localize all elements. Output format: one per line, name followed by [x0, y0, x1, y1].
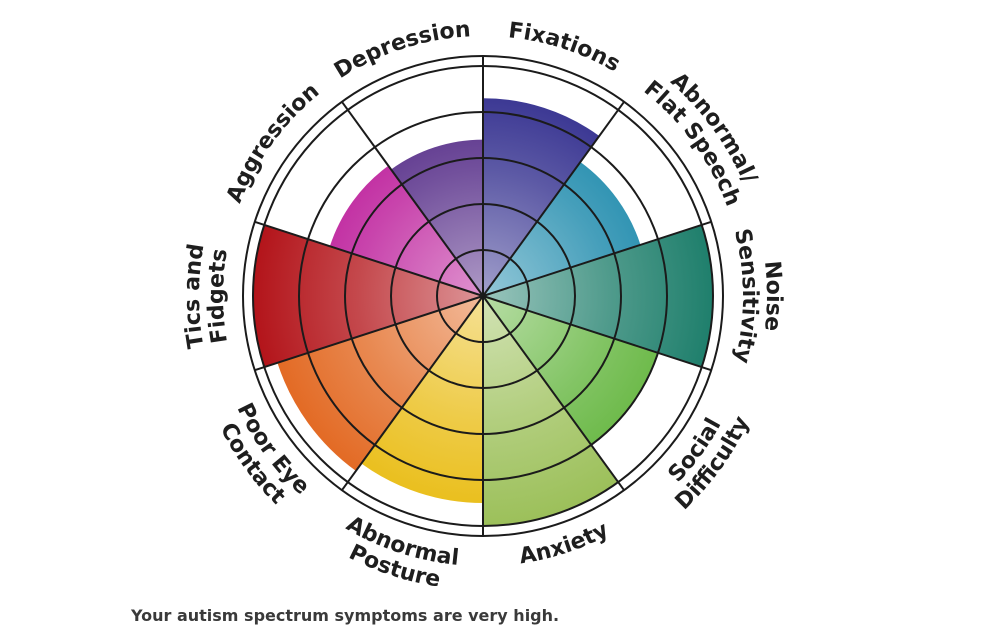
segment-social-difficulty: [483, 296, 658, 445]
spoke-line: [341, 101, 484, 297]
label-line: Fidgets: [204, 247, 233, 345]
label-depression: Depression: [330, 17, 471, 84]
label-line: Noise: [759, 260, 786, 333]
grid-layer: [242, 55, 724, 537]
label-line: Anxiety: [517, 517, 612, 569]
spoke-line: [341, 295, 484, 491]
label-fixations: Fixations: [507, 18, 624, 77]
label-line: Aggression: [222, 79, 324, 207]
label-line: Fixations: [507, 18, 624, 77]
spoke-line: [482, 101, 625, 297]
segment-abnormal-posture: [361, 296, 483, 503]
segment-aggression: [329, 165, 483, 296]
label-abnormal-flat-speech: Abnormal/Flat Speech: [639, 68, 762, 210]
segment-anxiety: [483, 296, 619, 526]
spoke-line: [254, 295, 484, 372]
segment-fixations: [483, 98, 600, 296]
spoke-line: [254, 220, 484, 297]
label-aggression: Aggression: [222, 79, 324, 207]
label-line: Sensitivity: [729, 226, 762, 365]
label-anxiety: Anxiety: [517, 517, 612, 569]
segment-tics-and-fidgets: [253, 224, 483, 368]
spoke-line: [482, 220, 712, 297]
result-message: Your autism spectrum symptoms are very h…: [131, 606, 560, 625]
segment-poor-eye-contact: [277, 296, 483, 471]
spoke-line: [482, 295, 625, 491]
label-line: Depression: [330, 17, 471, 84]
spoke-line: [482, 295, 712, 372]
segment-noise-sensitivity: [483, 224, 713, 368]
label-line: Tics and: [180, 242, 210, 350]
segment-abnormal-flat-speech: [483, 162, 641, 296]
